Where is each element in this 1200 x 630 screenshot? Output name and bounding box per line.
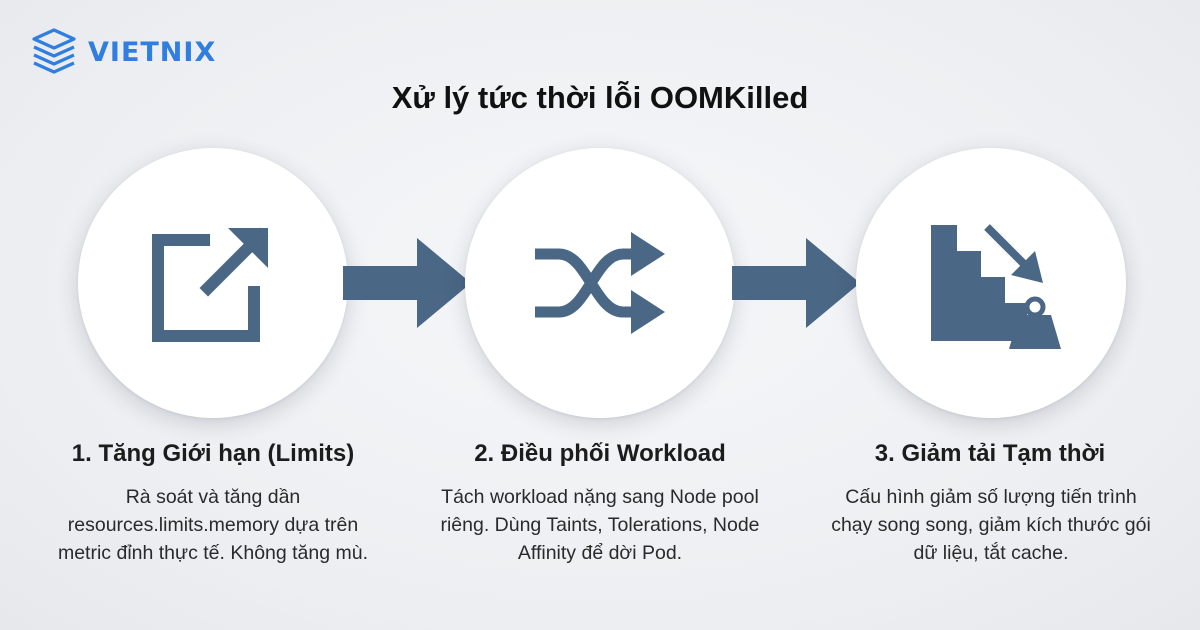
brand-logo: VIETNIX [28,26,216,78]
step-3-description: Cấu hình giảm số lượng tiến trình chạy s… [831,486,1151,564]
step-1-description: Rà soát và tăng dần resources.limits.mem… [57,486,369,564]
external-link-icon [152,227,269,342]
flow-arrow-1 [343,238,471,328]
step-2-circle [465,148,735,418]
flow-arrow-2 [732,238,860,328]
shuffle-icon [535,232,665,334]
brand-name: VIETNIX [88,36,217,68]
page-title: Xử lý tức thời lỗi OOMKilled [391,80,809,115]
load-reduce-icon [931,224,1061,349]
step-2-title: 2. Điều phối Workload [474,440,726,467]
vietnix-logo-icon [32,28,76,74]
step-3-title: 3. Giảm tải Tạm thời [874,440,1106,467]
step-2-description: Tách workload nặng sang Node pool riêng.… [440,486,760,564]
step-3-circle [856,148,1126,418]
step-1-circle [78,148,348,418]
step-1-title: 1. Tăng Giới hạn (Limits) [71,440,355,467]
